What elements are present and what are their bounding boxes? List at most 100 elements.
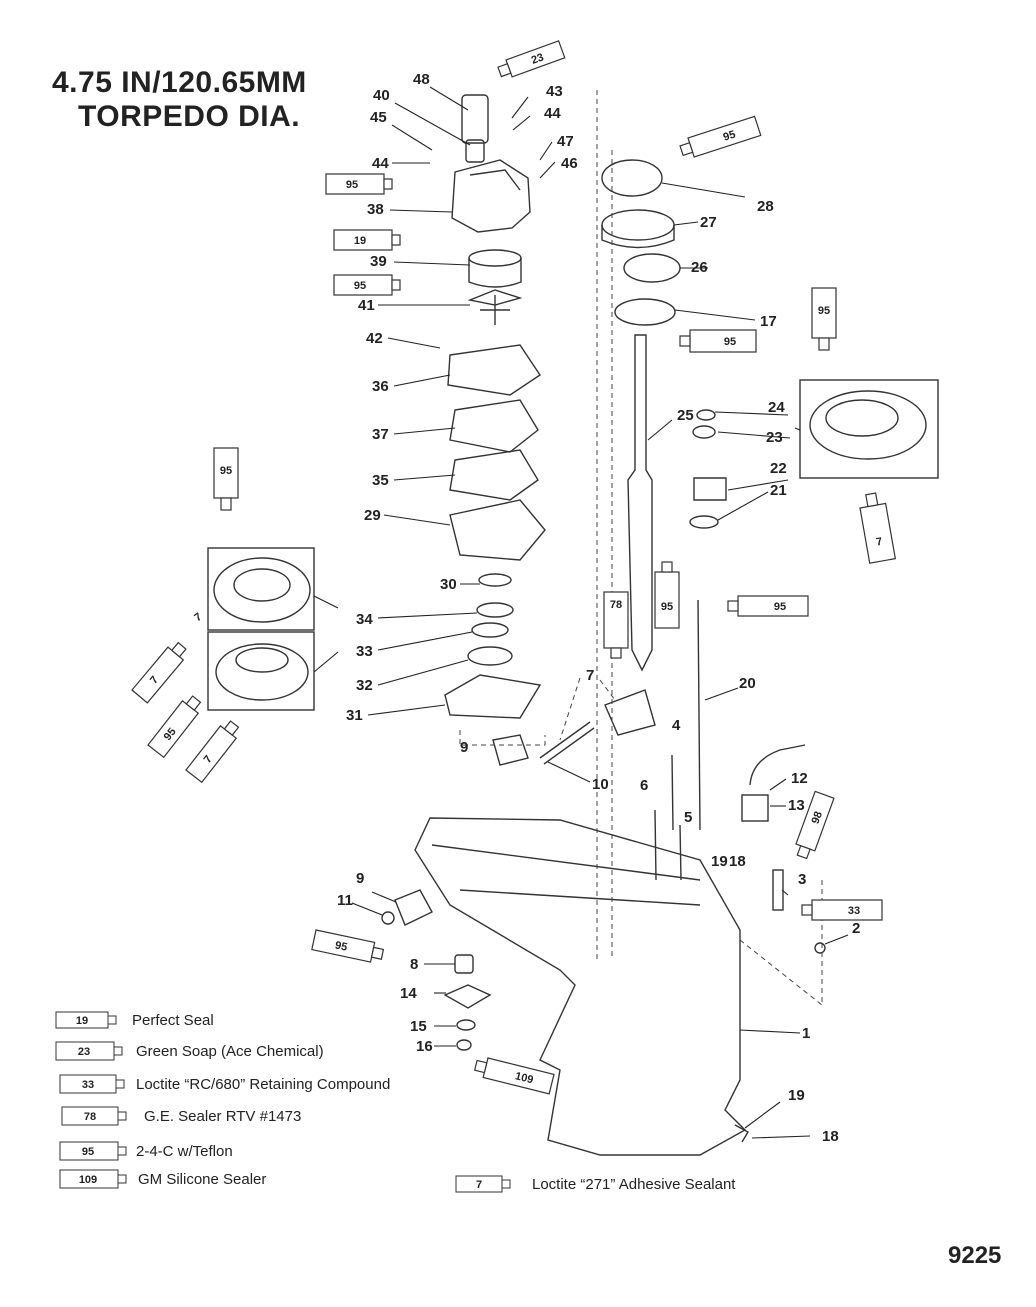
label-44-left: 44 xyxy=(372,155,389,172)
label-33: 33 xyxy=(356,643,373,660)
part-19-18-fasteners xyxy=(734,1124,749,1143)
svg-text:95: 95 xyxy=(162,726,179,743)
part-9-lower-block xyxy=(394,889,433,926)
label-14: 14 xyxy=(400,985,417,1002)
svg-text:Perfect Seal: Perfect Seal xyxy=(132,1012,214,1029)
svg-text:95: 95 xyxy=(661,601,673,613)
label-9-lower: 9 xyxy=(356,870,364,887)
part-28-seal xyxy=(601,159,663,197)
tube-7-34b: 7 xyxy=(192,611,204,624)
legend-item-23: 23 Green Soap (Ace Chemical) xyxy=(55,1041,324,1061)
tube-7-23-bottom: 7 xyxy=(859,492,897,564)
tube-95-21: 95 xyxy=(654,561,680,629)
label-32: 32 xyxy=(356,677,373,694)
label-9-top: 9 xyxy=(460,739,468,756)
label-18-mid: 18 xyxy=(729,853,746,870)
label-4: 4 xyxy=(672,717,681,734)
legend-item-95: 95 2-4-C w/Teflon xyxy=(59,1141,233,1161)
part-11-nut xyxy=(381,911,395,925)
svg-text:109: 109 xyxy=(514,1070,535,1086)
part-32-oring xyxy=(467,646,513,666)
part-35-gasket xyxy=(449,449,539,501)
part-2-plug xyxy=(814,942,826,954)
part-20-rod xyxy=(697,599,701,831)
label-5: 5 xyxy=(684,809,692,826)
part-15-washer xyxy=(456,1019,476,1031)
label-25: 25 xyxy=(677,407,694,424)
tube-19: 19 xyxy=(333,229,401,251)
tube-78: 78 xyxy=(603,591,629,659)
label-47: 47 xyxy=(557,133,574,150)
part-17-ring xyxy=(614,298,676,326)
part-48-sleeve xyxy=(461,94,489,144)
label-24: 24 xyxy=(768,399,785,416)
tube-95-8: 95 xyxy=(311,929,385,963)
tube-33: 33 xyxy=(801,899,883,921)
label-40: 40 xyxy=(373,87,390,104)
tube-95-28: 95 xyxy=(679,115,762,158)
svg-text:Green Soap (Ace Chemical): Green Soap (Ace Chemical) xyxy=(136,1043,324,1060)
diagram-title-line-1: 4.75 IN/120.65MM xyxy=(52,66,307,99)
svg-text:95: 95 xyxy=(818,305,830,317)
svg-text:19: 19 xyxy=(354,235,366,247)
label-7: 7 xyxy=(586,667,594,684)
svg-text:7: 7 xyxy=(476,1179,482,1191)
label-43: 43 xyxy=(546,83,563,100)
label-27: 27 xyxy=(700,214,717,231)
part-30-seal xyxy=(478,573,512,587)
tube-98: 98 xyxy=(795,790,835,860)
part-5-stud xyxy=(679,824,682,881)
svg-text:95: 95 xyxy=(220,465,232,477)
tube-95-25: 95 xyxy=(679,329,757,353)
label-39: 39 xyxy=(370,253,387,270)
part-9-block xyxy=(492,734,529,766)
part-drawings xyxy=(207,94,939,1156)
tube-95-44: 95 xyxy=(325,173,393,195)
tube-95-39: 95 xyxy=(333,274,401,296)
part-41-impeller xyxy=(467,289,523,325)
legend-item-109: 109 GM Silicone Sealer xyxy=(59,1169,266,1189)
label-3: 3 xyxy=(798,871,806,888)
label-46: 46 xyxy=(561,155,578,172)
diagram-title-line-2: TORPEDO DIA. xyxy=(78,100,301,133)
leader-lines xyxy=(313,86,849,1139)
sealant-tubes: 23 95 95 19 95 95 95 7 xyxy=(131,40,897,1095)
legend-item-78: 78 G.E. Sealer RTV #1473 xyxy=(61,1106,301,1126)
svg-text:2-4-C w/Teflon: 2-4-C w/Teflon xyxy=(136,1143,233,1160)
tube-95-33: 95 xyxy=(147,695,202,759)
svg-text:7: 7 xyxy=(875,536,883,549)
label-28: 28 xyxy=(757,198,774,215)
svg-text:GM Silicone Sealer: GM Silicone Sealer xyxy=(138,1171,266,1188)
part-4-stud xyxy=(671,754,674,831)
label-16: 16 xyxy=(416,1038,433,1055)
label-22: 22 xyxy=(770,460,787,477)
label-11: 11 xyxy=(337,892,353,909)
sealant-legend: 19 Perfect Seal 23 Green Soap (Ace Chemi… xyxy=(55,1011,736,1193)
svg-text:Loctite “RC/680” Retaining Com: Loctite “RC/680” Retaining Compound xyxy=(136,1076,390,1093)
label-44-right: 44 xyxy=(544,105,561,122)
svg-text:95: 95 xyxy=(354,280,366,292)
label-17: 17 xyxy=(760,313,777,330)
label-19-bottom: 19 xyxy=(788,1087,805,1104)
part-12-cable xyxy=(749,744,806,786)
label-10: 10 xyxy=(592,776,609,793)
part-1-gearcase-housing xyxy=(414,817,747,1156)
legend-item-7: 7 Loctite “271” Adhesive Sealant xyxy=(455,1175,736,1193)
part-26-bearing xyxy=(623,253,681,283)
part-6-stud xyxy=(654,809,657,881)
svg-text:95: 95 xyxy=(774,601,786,613)
part-29-pump-base xyxy=(449,499,546,561)
svg-text:95: 95 xyxy=(346,179,358,191)
alignment-lines xyxy=(459,90,823,1006)
svg-text:98: 98 xyxy=(810,810,825,826)
label-15: 15 xyxy=(410,1018,427,1035)
part-36-gasket xyxy=(447,344,541,396)
part-39-insert xyxy=(468,249,522,267)
part-14-pinion-gear xyxy=(443,984,492,1009)
part-8-bearing xyxy=(454,954,474,974)
label-41: 41 xyxy=(358,297,375,314)
part-number-labels: 48 40 45 44 43 44 47 46 38 39 41 42 36 3… xyxy=(337,71,860,1145)
legend-item-33: 33 Loctite “RC/680” Retaining Compound xyxy=(59,1074,390,1094)
part-38-pump-housing xyxy=(451,159,531,233)
part-33-washer xyxy=(471,622,509,638)
